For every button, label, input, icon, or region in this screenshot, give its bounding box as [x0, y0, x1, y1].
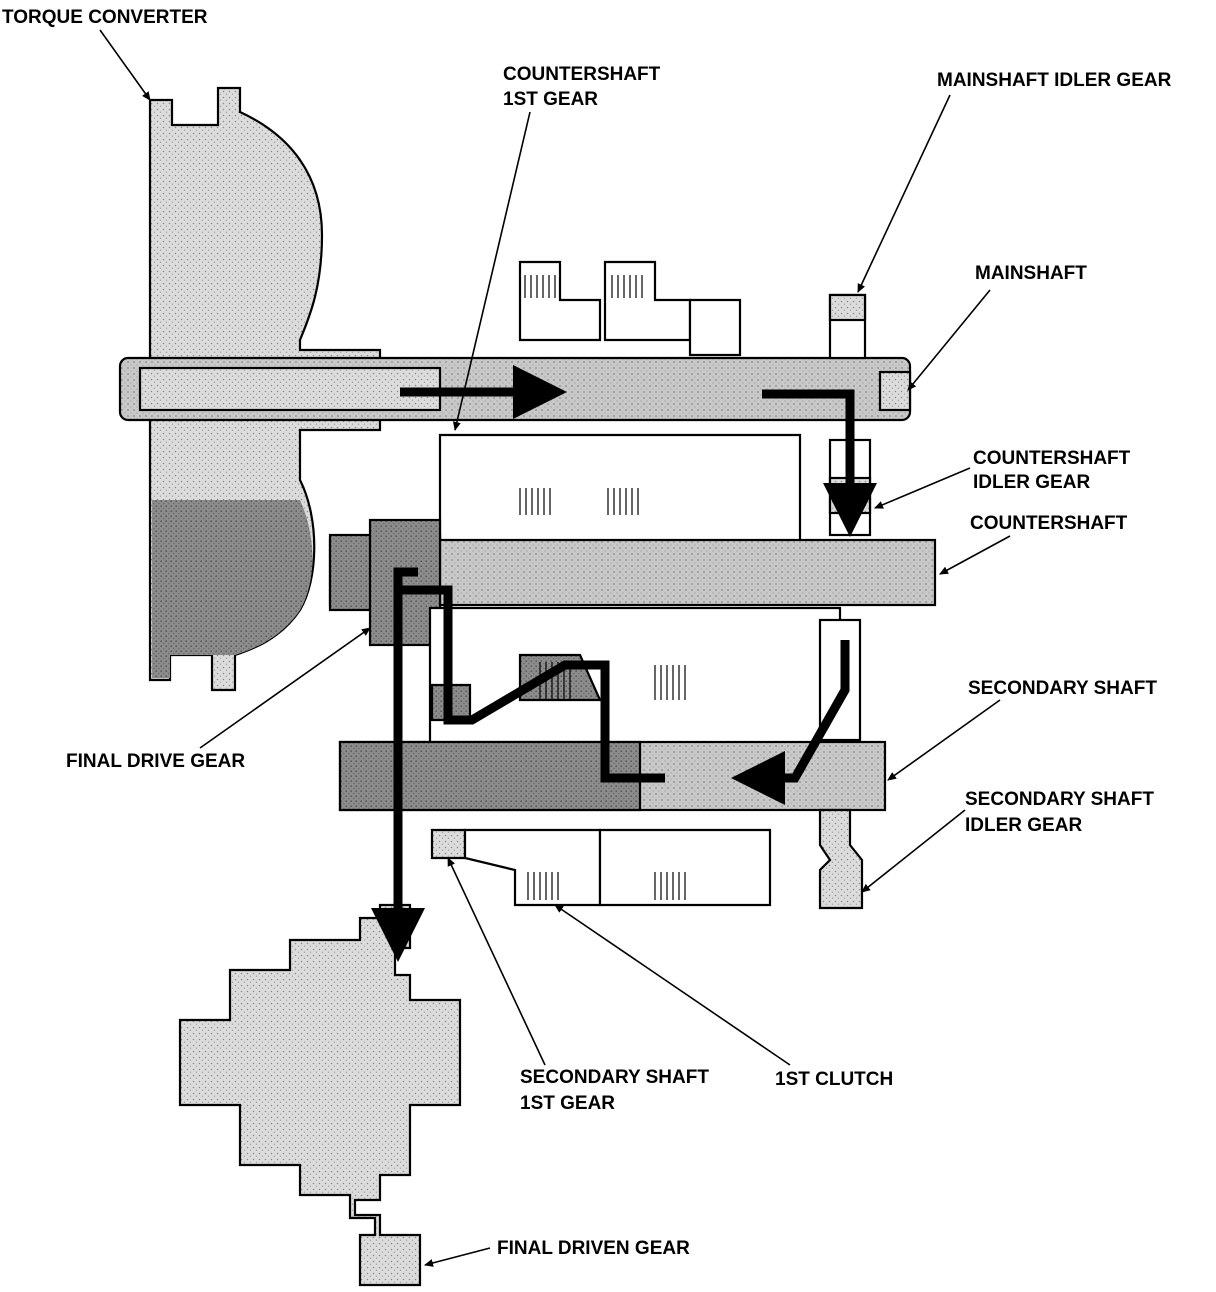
- svg-text:1ST GEAR: 1ST GEAR: [520, 1093, 615, 1114]
- label-secondary-shaft-idler-gear: SECONDARY SHAFT IDLER GEAR: [861, 789, 1154, 893]
- mainshaft-gears: [518, 260, 867, 360]
- label-secondary-shaft-1st-gear: SECONDARY SHAFT 1ST GEAR: [447, 857, 709, 1114]
- label-countershaft-1st-gear: COUNTERSHAFT 1ST GEAR: [452, 64, 661, 431]
- svg-text:1ST CLUTCH: 1ST CLUTCH: [775, 1069, 893, 1090]
- label-mainshaft-idler-gear: MAINSHAFT IDLER GEAR: [857, 70, 1172, 293]
- label-mainshaft: MAINSHAFT: [907, 263, 1087, 391]
- svg-text:IDLER GEAR: IDLER GEAR: [973, 472, 1090, 493]
- svg-text:SECONDARY SHAFT: SECONDARY SHAFT: [520, 1067, 709, 1088]
- svg-text:MAINSHAFT IDLER GEAR: MAINSHAFT IDLER GEAR: [937, 70, 1172, 91]
- svg-text:COUNTERSHAFT: COUNTERSHAFT: [503, 64, 661, 85]
- svg-text:MAINSHAFT: MAINSHAFT: [975, 263, 1087, 284]
- label-final-drive-gear: FINAL DRIVE GEAR: [66, 627, 371, 772]
- secondary-shaft-lower-gears: [430, 808, 864, 910]
- svg-text:COUNTERSHAFT: COUNTERSHAFT: [970, 513, 1128, 534]
- svg-text:1ST GEAR: 1ST GEAR: [503, 89, 598, 110]
- label-countershaft-idler-gear: COUNTERSHAFT IDLER GEAR: [874, 448, 1131, 509]
- label-1st-clutch: 1ST CLUTCH: [554, 904, 893, 1090]
- label-countershaft: COUNTERSHAFT: [939, 513, 1128, 575]
- power-flow-path: [371, 365, 877, 962]
- label-final-driven-gear: FINAL DRIVEN GEAR: [424, 1238, 690, 1267]
- svg-text:SECONDARY SHAFT: SECONDARY SHAFT: [965, 789, 1154, 810]
- final-driven-gear: [178, 903, 462, 1287]
- svg-text:COUNTERSHAFT: COUNTERSHAFT: [973, 448, 1131, 469]
- svg-text:FINAL DRIVEN GEAR: FINAL DRIVEN GEAR: [497, 1238, 690, 1259]
- svg-text:IDLER GEAR: IDLER GEAR: [965, 815, 1082, 836]
- svg-text:FINAL DRIVE GEAR: FINAL DRIVE GEAR: [66, 751, 245, 772]
- svg-text:TORQUE CONVERTER: TORQUE CONVERTER: [2, 7, 208, 28]
- label-secondary-shaft: SECONDARY SHAFT: [887, 678, 1157, 781]
- svg-text:SECONDARY SHAFT: SECONDARY SHAFT: [968, 678, 1157, 699]
- label-torque-converter: TORQUE CONVERTER: [2, 7, 208, 101]
